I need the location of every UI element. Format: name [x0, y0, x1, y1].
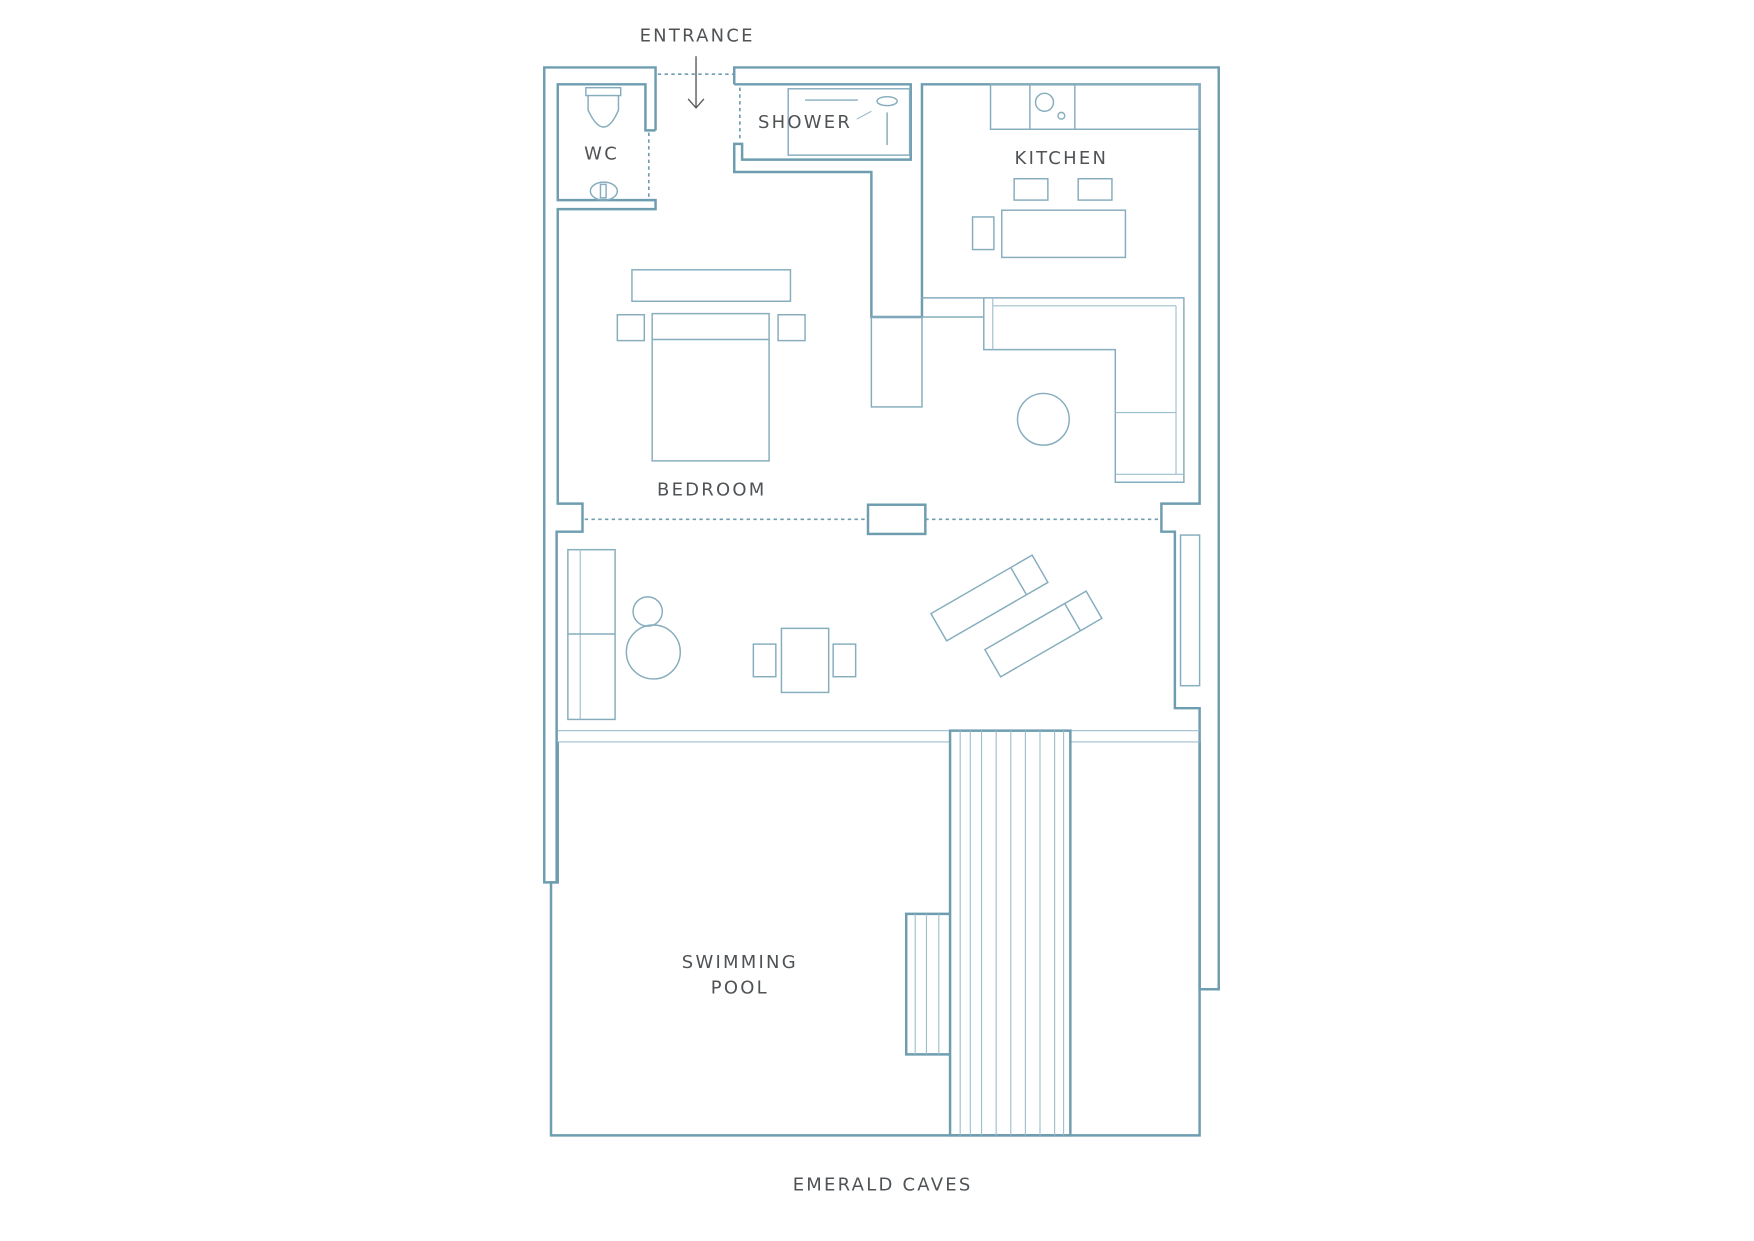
label-pool-line2: POOL: [711, 978, 769, 999]
label-wc: WC: [584, 144, 619, 165]
walls: [543, 66, 1220, 1137]
bed-icon: [616, 269, 806, 462]
entrance-arrow-icon: [687, 56, 705, 109]
label-pool-line1: SWIMMING: [682, 952, 798, 973]
terrace-furniture: [567, 534, 1201, 721]
label-bedroom: BEDROOM: [657, 480, 767, 501]
shower-icon: [787, 88, 911, 156]
plan-title: EMERALD CAVES: [793, 1174, 973, 1195]
column: [870, 316, 923, 408]
label-kitchen: KITCHEN: [1015, 148, 1109, 169]
toilet-icon: [585, 86, 622, 201]
label-shower: SHOWER: [758, 112, 852, 133]
label-entrance: ENTRANCE: [640, 26, 755, 47]
pool-steps: [904, 729, 1072, 1137]
sofa-icon: [921, 297, 1185, 483]
kitchen-furniture: [971, 83, 1201, 259]
